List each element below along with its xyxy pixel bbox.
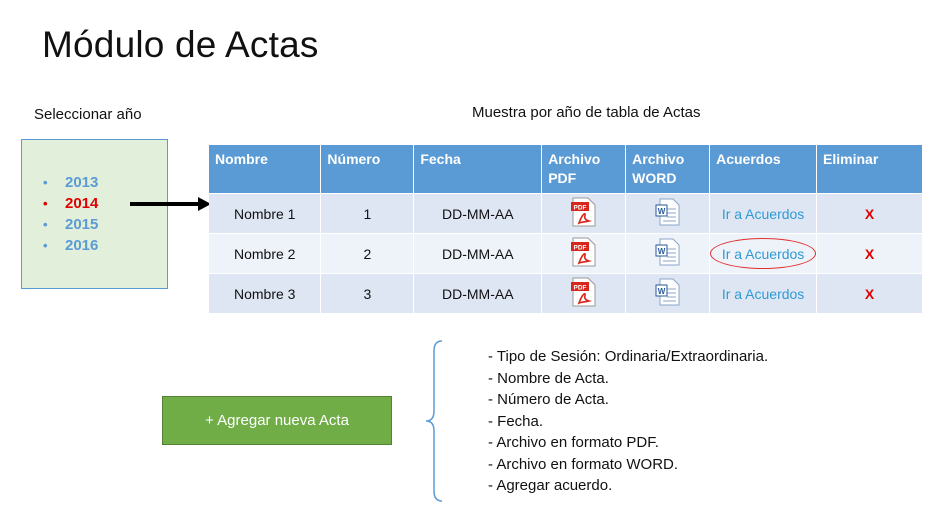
form-fields-list: - Tipo de Sesión: Ordinaria/Extraordinar… (488, 346, 768, 497)
year-item-2016[interactable]: • 2016 (43, 235, 99, 256)
form-field-item: - Archivo en formato WORD. (488, 455, 679, 473)
page-title: Módulo de Actas (42, 24, 319, 65)
word-file-icon[interactable]: W (655, 237, 681, 270)
cell-pdf: PDF (541, 273, 627, 313)
cell-numero: 3 (320, 273, 415, 313)
cell-acuerdos: Ir a Acuerdos (709, 193, 818, 234)
year-label: 2013 (65, 174, 99, 191)
pdf-file-icon[interactable]: PDF (570, 277, 597, 310)
word-file-icon[interactable]: W (655, 197, 681, 230)
ir-a-acuerdos-link[interactable]: Ir a Acuerdos (709, 237, 816, 269)
arrow-right-icon (130, 197, 211, 211)
table-header-row: Nombre Número Fecha Archivo PDF Archivo … (209, 145, 923, 194)
form-field-item: - Archivo en formato PDF. (488, 434, 659, 451)
year-label: 2015 (65, 216, 99, 233)
cell-nombre: Nombre 2 (209, 233, 322, 274)
table-caption: Muestra por año de tabla de Actas (472, 104, 701, 121)
bullet-icon: • (43, 238, 48, 253)
cell-acuerdos: Ir a Acuerdos (709, 273, 818, 313)
cell-word: W (625, 273, 711, 313)
pdf-icon-text: PDF (573, 245, 586, 252)
cell-numero: 1 (320, 193, 415, 234)
year-list: • 2013 • 2014 • 2015 • 2016 (43, 172, 99, 256)
word-icon-text: W (657, 287, 665, 296)
form-field-item: - Tipo de Sesión: Ordinaria/Extraordinar… (488, 348, 769, 365)
actas-table: Nombre Número Fecha Archivo PDF Archivo … (209, 145, 923, 313)
pdf-icon-text: PDF (573, 205, 586, 212)
delete-icon[interactable]: X (864, 285, 875, 302)
year-selector-panel: • 2013 • 2014 • 2015 • 2016 (21, 139, 168, 289)
delete-icon[interactable]: X (864, 245, 875, 262)
bullet-icon: • (43, 196, 48, 211)
year-item-2015[interactable]: • 2015 (43, 214, 99, 235)
pdf-file-icon[interactable]: PDF (570, 237, 597, 270)
cell-word: W (625, 193, 711, 234)
cell-fecha: DD-MM-AA (413, 193, 543, 234)
year-label: 2014 (65, 195, 99, 212)
cell-nombre: Nombre 1 (209, 193, 322, 234)
header-eliminar: Eliminar (816, 145, 923, 194)
year-item-2014[interactable]: • 2014 (43, 193, 99, 214)
cell-eliminar: X (816, 193, 923, 234)
cell-numero: 2 (320, 233, 415, 274)
header-numero: Número (320, 145, 415, 194)
form-field-item: - Número de Acta. (488, 391, 609, 408)
cell-nombre: Nombre 3 (209, 273, 322, 313)
header-nombre: Nombre (209, 145, 322, 194)
word-icon-text: W (657, 207, 665, 216)
header-fecha: Fecha (413, 145, 543, 194)
year-selector-label: Seleccionar año (34, 106, 142, 123)
year-item-2013[interactable]: • 2013 (43, 172, 99, 193)
curly-brace-icon (425, 340, 443, 502)
header-archivo-word: Archivo WORD (625, 145, 711, 194)
cell-eliminar: X (816, 273, 923, 313)
form-field-item: - Fecha. (488, 412, 544, 430)
cell-acuerdos: Ir a Acuerdos (709, 233, 818, 274)
cell-word: W (625, 233, 711, 274)
form-field-item: - Agregar acuerdo. (488, 477, 613, 494)
bullet-icon: • (43, 217, 48, 232)
word-icon-text: W (657, 247, 665, 256)
add-acta-button[interactable]: + Agregar nueva Acta (162, 396, 392, 445)
cell-fecha: DD-MM-AA (413, 233, 543, 274)
form-field-item: - Nombre de Acta. (488, 369, 609, 387)
cell-pdf: PDF (541, 233, 627, 274)
header-acuerdos: Acuerdos (709, 145, 818, 194)
ir-a-acuerdos-link[interactable]: Ir a Acuerdos (721, 285, 805, 302)
pdf-file-icon[interactable]: PDF (570, 197, 597, 230)
bullet-icon: • (43, 175, 48, 190)
delete-icon[interactable]: X (864, 205, 875, 222)
year-label: 2016 (65, 237, 99, 254)
header-archivo-pdf: Archivo PDF (541, 145, 627, 194)
pdf-icon-text: PDF (573, 285, 586, 292)
cell-pdf: PDF (541, 193, 627, 234)
cell-fecha: DD-MM-AA (413, 273, 543, 313)
word-file-icon[interactable]: W (655, 277, 681, 310)
ir-a-acuerdos-link[interactable]: Ir a Acuerdos (721, 205, 805, 222)
cell-eliminar: X (816, 233, 923, 274)
